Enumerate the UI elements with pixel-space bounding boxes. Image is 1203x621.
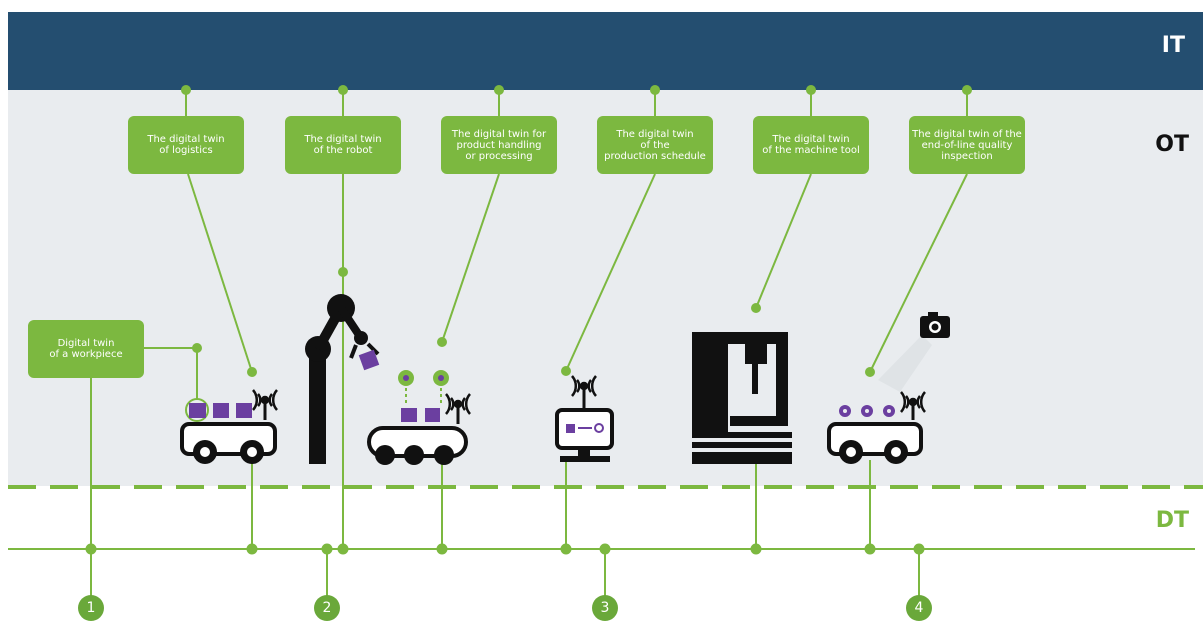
robot-arm-icon <box>305 294 380 464</box>
step-badge-2: 2 <box>314 595 340 621</box>
antenna-icon <box>252 389 278 411</box>
ot-layer-label: OT <box>1155 132 1189 157</box>
it-layer-label: IT <box>1161 33 1185 58</box>
step-badge-1: 1 <box>78 595 104 621</box>
it-connectors <box>181 85 972 116</box>
dt-layer-label: DT <box>1155 508 1189 533</box>
twin-box-workpiece: Digital twin of a workpiece <box>28 320 144 378</box>
twin-box-machine-tool: The digital twin of the machine tool <box>753 116 869 174</box>
camera-icon <box>920 312 950 338</box>
it-band <box>8 12 1203 90</box>
twin-connectors <box>144 173 968 422</box>
twin-box-robot: The digital twin of the robot <box>285 116 401 174</box>
antenna-icon <box>900 391 926 413</box>
twin-box-handling: The digital twin for product handling or… <box>441 116 557 174</box>
step-badge-4: 4 <box>906 595 932 621</box>
twin-box-inspection: The digital twin of the end-of-line qual… <box>909 116 1025 174</box>
antenna-icon <box>571 375 597 397</box>
twin-box-logistics: The digital twin of logistics <box>128 116 244 174</box>
camera-light-cone <box>878 335 932 392</box>
twin-box-schedule: The digital twin of the production sched… <box>597 116 713 174</box>
antenna-icon <box>445 393 471 415</box>
control-terminal-icon <box>555 388 614 462</box>
agv-icon <box>827 400 923 464</box>
step-badge-3: 3 <box>592 595 618 621</box>
agv-icon <box>180 398 277 464</box>
conveyor-icon <box>367 370 468 465</box>
machine-tool-icon <box>692 332 792 464</box>
